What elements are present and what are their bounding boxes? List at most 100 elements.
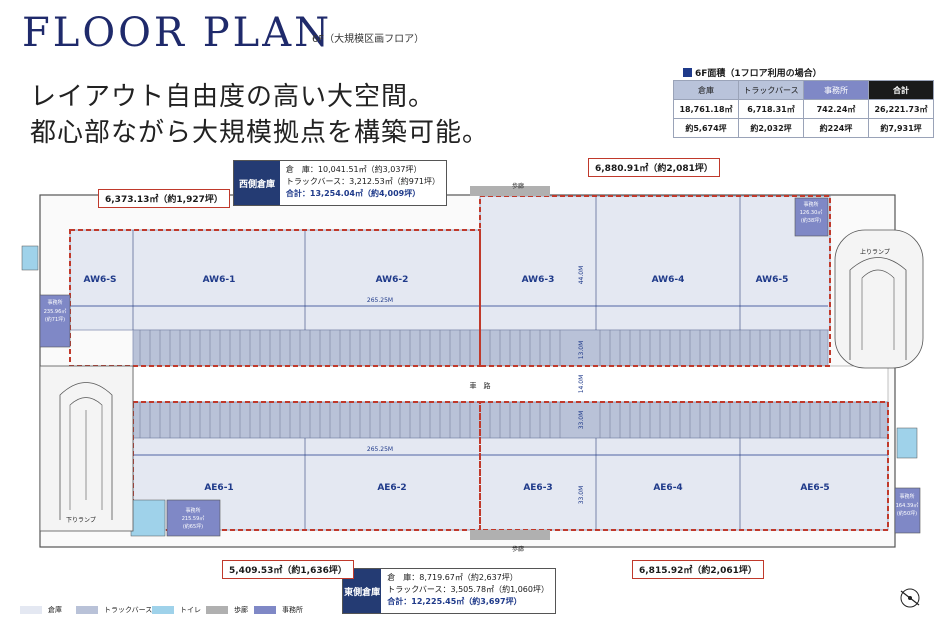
legend-label-truck-berth: トラックバース [104, 606, 153, 614]
office-east-tsubo: (約50坪) [897, 510, 917, 517]
unit-aw6-3: AW6-3 [522, 275, 555, 285]
north-arrow-icon [900, 588, 920, 608]
boundary-aw-right [479, 195, 831, 367]
area-header-office: 事務所 [803, 80, 869, 100]
legend-label-warehouse: 倉庫 [48, 606, 62, 614]
walkway-top-bar [470, 186, 550, 196]
ramp-down-curve [59, 382, 113, 520]
west-summary-box: 西側倉庫 倉 庫：10,041.51㎡（約3,037坪） トラックバース：3,2… [233, 160, 447, 206]
dimension-labels: 44.0M 13.0M 14.0M 33.0M 33.0M [578, 266, 585, 505]
east-summary-box: 東側倉庫 倉 庫：8,719.67㎡（約2,637坪） トラックバース：3,50… [342, 568, 556, 614]
callout-aw-left: 6,373.13㎡（約1,927坪） [98, 189, 230, 208]
ramp-down-label: 下りランプ [66, 517, 96, 524]
unit-aw6-1: AW6-1 [203, 275, 236, 285]
road-label: 車 路 [470, 381, 491, 390]
legend-item-office: 事務所 [254, 605, 303, 615]
berth-hatching [139, 330, 881, 438]
warehouse-west-2 [479, 195, 831, 331]
legend-item-warehouse: 倉庫 [20, 605, 62, 615]
page-title: FLOOR PLAN [22, 10, 333, 56]
office-ne-area: 126.30㎡ [800, 209, 823, 216]
road [132, 365, 889, 403]
office-ne [794, 197, 829, 237]
ramp-up-label: 上りランプ [860, 248, 890, 256]
span-label-west: 265.25M [367, 297, 393, 304]
dim-east2: 33.0M [578, 486, 585, 505]
area-tsubo-total: 約7,931坪 [868, 118, 934, 138]
east-summary-total: 合計：12,225.45㎡（約3,697坪） [387, 597, 522, 606]
office-ne-label: 事務所 [803, 201, 818, 208]
office-east [894, 487, 921, 534]
unit-ae6-5: AE6-5 [800, 483, 829, 493]
unit-ae6-2: AE6-2 [377, 483, 406, 493]
unit-ae6-3: AE6-3 [523, 483, 552, 493]
office-west [39, 294, 71, 348]
unit-aw6-5: AW6-5 [756, 275, 789, 285]
west-summary-warehouse: 倉 庫：10,041.51㎡（約3,037坪） [285, 165, 422, 174]
toilet-east [896, 427, 918, 459]
area-header-total: 合計 [868, 80, 934, 100]
office-ne-tsubo: (約38坪) [801, 217, 821, 224]
callout-ae-right: 6,815.92㎡（約2,061坪） [632, 560, 764, 579]
column-dividers [132, 196, 741, 530]
area-table: 倉庫 トラックバース 事務所 合計 18,761.18㎡ 6,718.31㎡ 7… [673, 80, 934, 138]
office-east-area: 164.39㎡ [896, 502, 919, 509]
unit-aw6-4: AW6-4 [652, 275, 685, 285]
unit-ae6-1: AE6-1 [204, 483, 233, 493]
east-summary-warehouse: 倉 庫：8,719.67㎡（約2,637坪） [387, 573, 518, 582]
west-summary-label: 西側倉庫 [234, 161, 280, 205]
truck-berth-east [132, 401, 889, 439]
unit-aw6-2: AW6-2 [376, 275, 409, 285]
dim-road: 13.0M [578, 341, 585, 360]
legend-item-walkway: 歩廊 [206, 605, 248, 615]
page-subtitle: 6F（大規模区画フロア） [312, 34, 425, 45]
walkway-bottom-label: 歩廊 [512, 545, 524, 553]
unit-aw6-s: AW6-S [84, 275, 117, 285]
office-sw-tsubo: (約65坪) [183, 523, 203, 530]
area-tsubo-truck: 約2,032坪 [738, 118, 804, 138]
ramp-down [39, 365, 134, 532]
dim-east1: 33.0M [578, 411, 585, 430]
ramp-up-curve [849, 257, 907, 360]
unit-ae6-4: AE6-4 [653, 483, 682, 493]
legend-swatch-walkway [206, 606, 228, 614]
boundary-ae-right [479, 401, 889, 531]
area-table-title: 6F面積（1フロア利用の場合） [683, 66, 822, 79]
legend-item-toilet: トイレ [152, 605, 201, 615]
office-sw-label: 事務所 [185, 507, 200, 514]
legend-swatch-office [254, 606, 276, 614]
walkway-top-label: 歩廊 [512, 182, 524, 190]
warehouse-west-1 [69, 229, 481, 331]
headline-line-2: 都心部ながら大規模拠点を構築可能。 [30, 118, 490, 148]
legend-item-truck-berth: トラックバース [76, 605, 152, 615]
headline-line-1: レイアウト自由度の高い大空間。 [30, 82, 436, 112]
legend-swatch-warehouse [20, 606, 42, 614]
legend-swatch-toilet [152, 606, 174, 614]
legend-swatch-truck-berth [76, 606, 98, 614]
area-table-title-text: 6F面積（1フロア利用の場合） [695, 69, 822, 79]
office-west-tsubo: (約71坪) [45, 316, 65, 323]
west-summary-truck: トラックバース：3,212.53㎡（約971坪） [285, 177, 440, 186]
warehouse-east [132, 437, 889, 531]
callout-aw-right: 6,880.91㎡（約2,081坪） [588, 158, 720, 177]
area-table-tsubo-row: 約5,674坪 約2,032坪 約224坪 約7,931坪 [673, 118, 934, 138]
span-label-east: 265.25M [367, 446, 393, 453]
legend-label-walkway: 歩廊 [234, 606, 248, 614]
office-labels: 事務所 235.96㎡ (約71坪) 事務所 126.30㎡ (約38坪) 事務… [44, 201, 919, 530]
west-summary-total: 合計：13,254.04㎡（約4,009坪） [285, 189, 421, 198]
dim-west: 44.0M [578, 266, 585, 285]
callout-ae-left: 5,409.53㎡（約1,636坪） [222, 560, 354, 579]
office-west-area: 235.96㎡ [44, 308, 67, 315]
office-west-label: 事務所 [47, 299, 62, 306]
office-east-label: 事務所 [899, 493, 914, 500]
toilet-west [21, 245, 39, 271]
east-summary-truck: トラックバース：3,505.78㎡（約1,060坪） [387, 585, 549, 594]
dim-road2: 14.0M [578, 375, 585, 394]
office-sw-area: 215.59㎡ [182, 515, 205, 522]
office-sw [166, 499, 221, 537]
legend-label-office: 事務所 [282, 606, 303, 614]
toilet-sw [130, 499, 166, 537]
walkway-bottom-bar [470, 530, 550, 540]
legend-label-toilet: トイレ [180, 606, 201, 614]
